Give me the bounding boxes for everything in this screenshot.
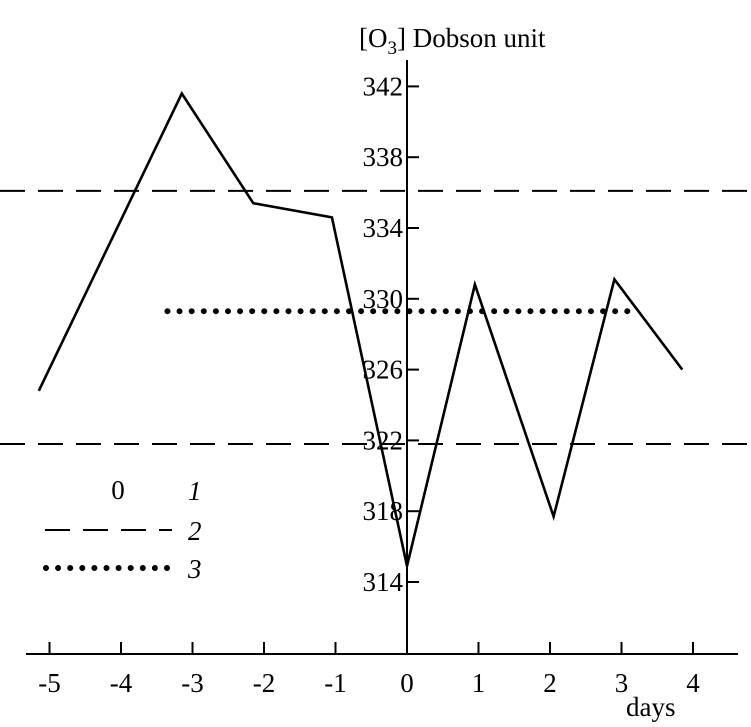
- y-tick-label: 314: [363, 567, 404, 597]
- x-tick-label: -3: [181, 668, 204, 698]
- y-tick-label: 334: [363, 213, 404, 243]
- x-axis-title: days: [626, 692, 676, 722]
- x-tick-label: 4: [686, 668, 700, 698]
- y-tick-label: 338: [363, 142, 404, 172]
- legend-label: 1: [188, 476, 202, 506]
- x-tick-label: 1: [472, 668, 486, 698]
- y-tick-label: 342: [363, 71, 404, 101]
- legend-symbol-text: 0: [111, 475, 125, 505]
- y-axis-title-prefix: [O: [359, 23, 388, 53]
- legend-label: 2: [188, 516, 202, 546]
- y-tick-label: 330: [363, 284, 404, 314]
- x-tick-label: -4: [110, 668, 133, 698]
- series-line-1: [37, 90, 684, 567]
- x-tick-label: 3: [615, 668, 629, 698]
- y-axis-title-subscript: 3: [388, 38, 398, 59]
- y-tick-label: 318: [363, 496, 404, 526]
- y-tick-label: 322: [363, 425, 404, 455]
- y-axis-title: [O3] Dobson unit: [359, 23, 546, 59]
- y-tick-label: 326: [363, 355, 404, 385]
- y-axis-title-suffix: ] Dobson unit: [397, 23, 546, 53]
- x-tick-label: 2: [543, 668, 557, 698]
- x-tick-label: -2: [253, 668, 276, 698]
- legend-label: 3: [187, 554, 202, 584]
- x-tick-label: -1: [324, 668, 347, 698]
- x-tick-label: -5: [38, 668, 61, 698]
- x-tick-label: 0: [400, 668, 414, 698]
